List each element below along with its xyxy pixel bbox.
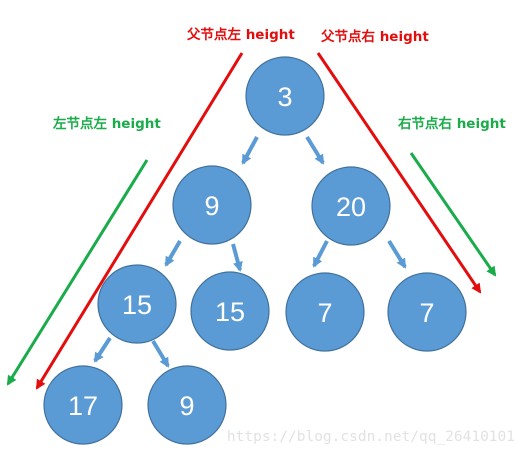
edge-arrow-15-to-9 [151,339,170,368]
edge-arrow-9-to-15-right [231,243,243,272]
tree-node-label: 15 [122,290,152,320]
edge-arrow-20-to-7-right [387,239,407,269]
tree-node-level2-c: 7 [285,272,365,352]
tree-node-label: 20 [336,192,366,222]
tree-node-label: 9 [204,191,219,221]
edge-arrow-9-to-15 [164,239,182,267]
tree-node-level3-left: 17 [43,365,123,445]
tree-node-label: 7 [419,298,434,328]
right-node-right-height-arrow [409,152,497,277]
left-node-left-height-label: 左节点左 height [52,115,161,132]
tree-node-label: 9 [179,391,194,421]
tree-node-level2-a: 15 [97,264,177,344]
parent-left-height-arrow [35,52,244,390]
right-node-right-height-label: 右节点右 height [398,115,506,132]
edge-arrow-3-to-9 [241,136,259,165]
tree-node-label: 17 [68,391,98,421]
left-node-left-height-arrow [6,159,149,386]
tree-node-level1-left: 9 [172,165,252,245]
parent-right-height-label: 父节点右 height [320,28,429,45]
tree-node-label: 7 [317,298,332,328]
tree-node-label: 15 [215,297,245,327]
tree-node-level2-b: 15 [190,271,270,351]
parent-right-height-arrow [316,52,482,294]
watermark-text: https://blog.csdn.net/qq_26410101 [227,429,515,445]
parent-left-height-label: 父节点左 height [186,26,295,43]
edge-arrow-3-to-20 [305,135,325,165]
tree-node-root: 3 [245,56,325,136]
tree-node-level1-right: 20 [311,166,391,246]
edge-arrow-20-to-7 [312,240,329,268]
edge-arrow-15-to-17 [93,336,112,363]
tree-node-level2-d: 7 [387,272,467,352]
tree-node-level3-right: 9 [147,365,227,445]
tree-node-label: 3 [277,82,292,112]
